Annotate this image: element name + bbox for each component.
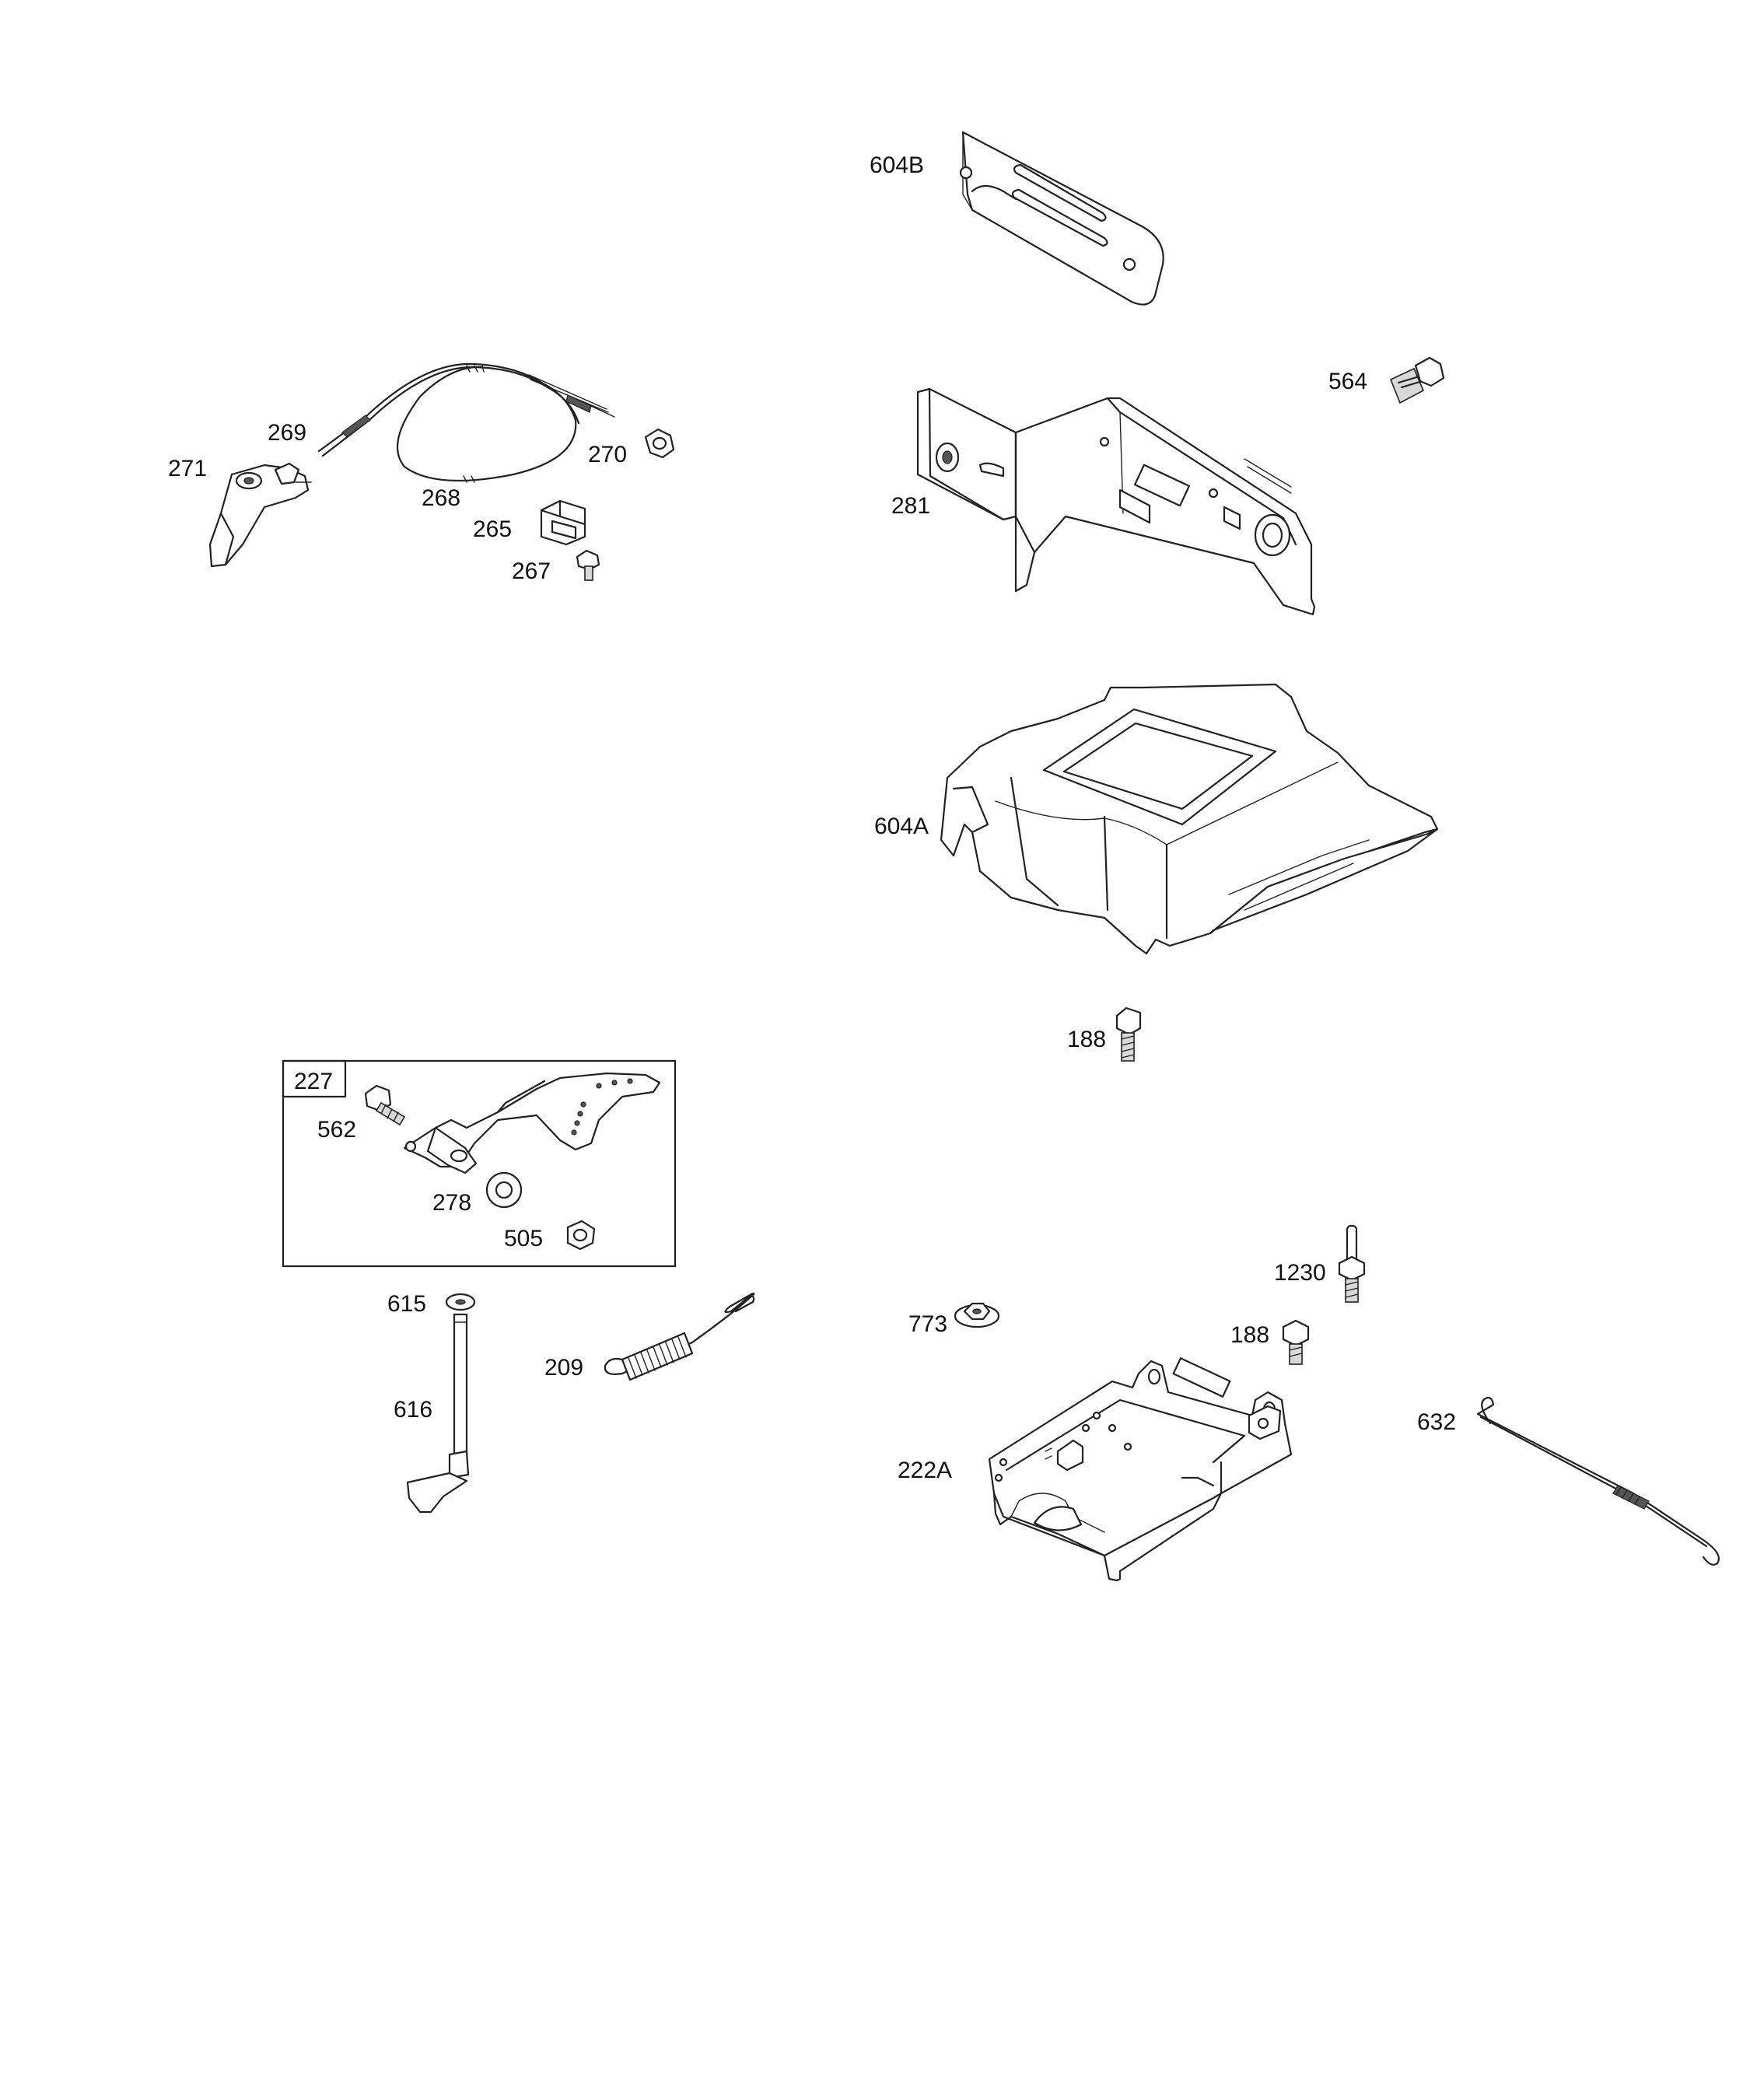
kit-227-box	[282, 1059, 677, 1268]
part-632-link-rod	[1476, 1396, 1720, 1566]
part-615-clip	[445, 1293, 476, 1311]
label-268: 268	[422, 485, 460, 511]
part-604A-cover	[940, 683, 1439, 955]
part-562-bolt	[364, 1084, 406, 1126]
label-615: 615	[387, 1291, 426, 1317]
part-278-washer	[485, 1171, 523, 1209]
label-222A: 222A	[898, 1458, 952, 1483]
label-773: 773	[908, 1311, 947, 1337]
label-281: 281	[891, 493, 930, 519]
part-270-nut	[644, 428, 675, 459]
part-267-screw	[576, 549, 600, 581]
label-564: 564	[1328, 369, 1367, 394]
part-271-lever	[208, 462, 312, 568]
label-267: 267	[512, 558, 551, 584]
part-188-bolt-lower	[1282, 1319, 1310, 1365]
label-269: 269	[268, 420, 306, 446]
label-188-lower: 188	[1230, 1322, 1269, 1348]
label-271: 271	[168, 456, 207, 481]
label-209: 209	[544, 1355, 583, 1381]
part-222A-base	[988, 1357, 1293, 1582]
label-227: 227	[294, 1069, 333, 1094]
part-227-governor-lever	[403, 1072, 661, 1174]
label-265: 265	[473, 516, 512, 542]
part-268-cable	[317, 362, 615, 483]
part-188-bolt-upper	[1115, 1006, 1142, 1062]
part-1230-stud	[1338, 1224, 1366, 1303]
label-505: 505	[504, 1226, 543, 1251]
part-564-bolt	[1389, 356, 1445, 404]
part-265-clip	[540, 499, 586, 546]
part-505-nut	[566, 1220, 596, 1251]
label-632: 632	[1417, 1409, 1456, 1435]
part-773-nut	[954, 1302, 1000, 1328]
label-188-upper: 188	[1067, 1027, 1106, 1052]
part-209-spring	[604, 1292, 755, 1381]
part-604B-bracket	[959, 131, 1164, 306]
label-616: 616	[394, 1397, 432, 1423]
label-562: 562	[317, 1117, 356, 1143]
label-604A: 604A	[874, 814, 929, 839]
label-278: 278	[432, 1190, 471, 1216]
label-604B: 604B	[870, 152, 924, 178]
part-281-bracket	[916, 387, 1316, 616]
label-270: 270	[588, 442, 627, 467]
label-1230: 1230	[1274, 1260, 1326, 1286]
part-616-shaft	[406, 1313, 470, 1514]
